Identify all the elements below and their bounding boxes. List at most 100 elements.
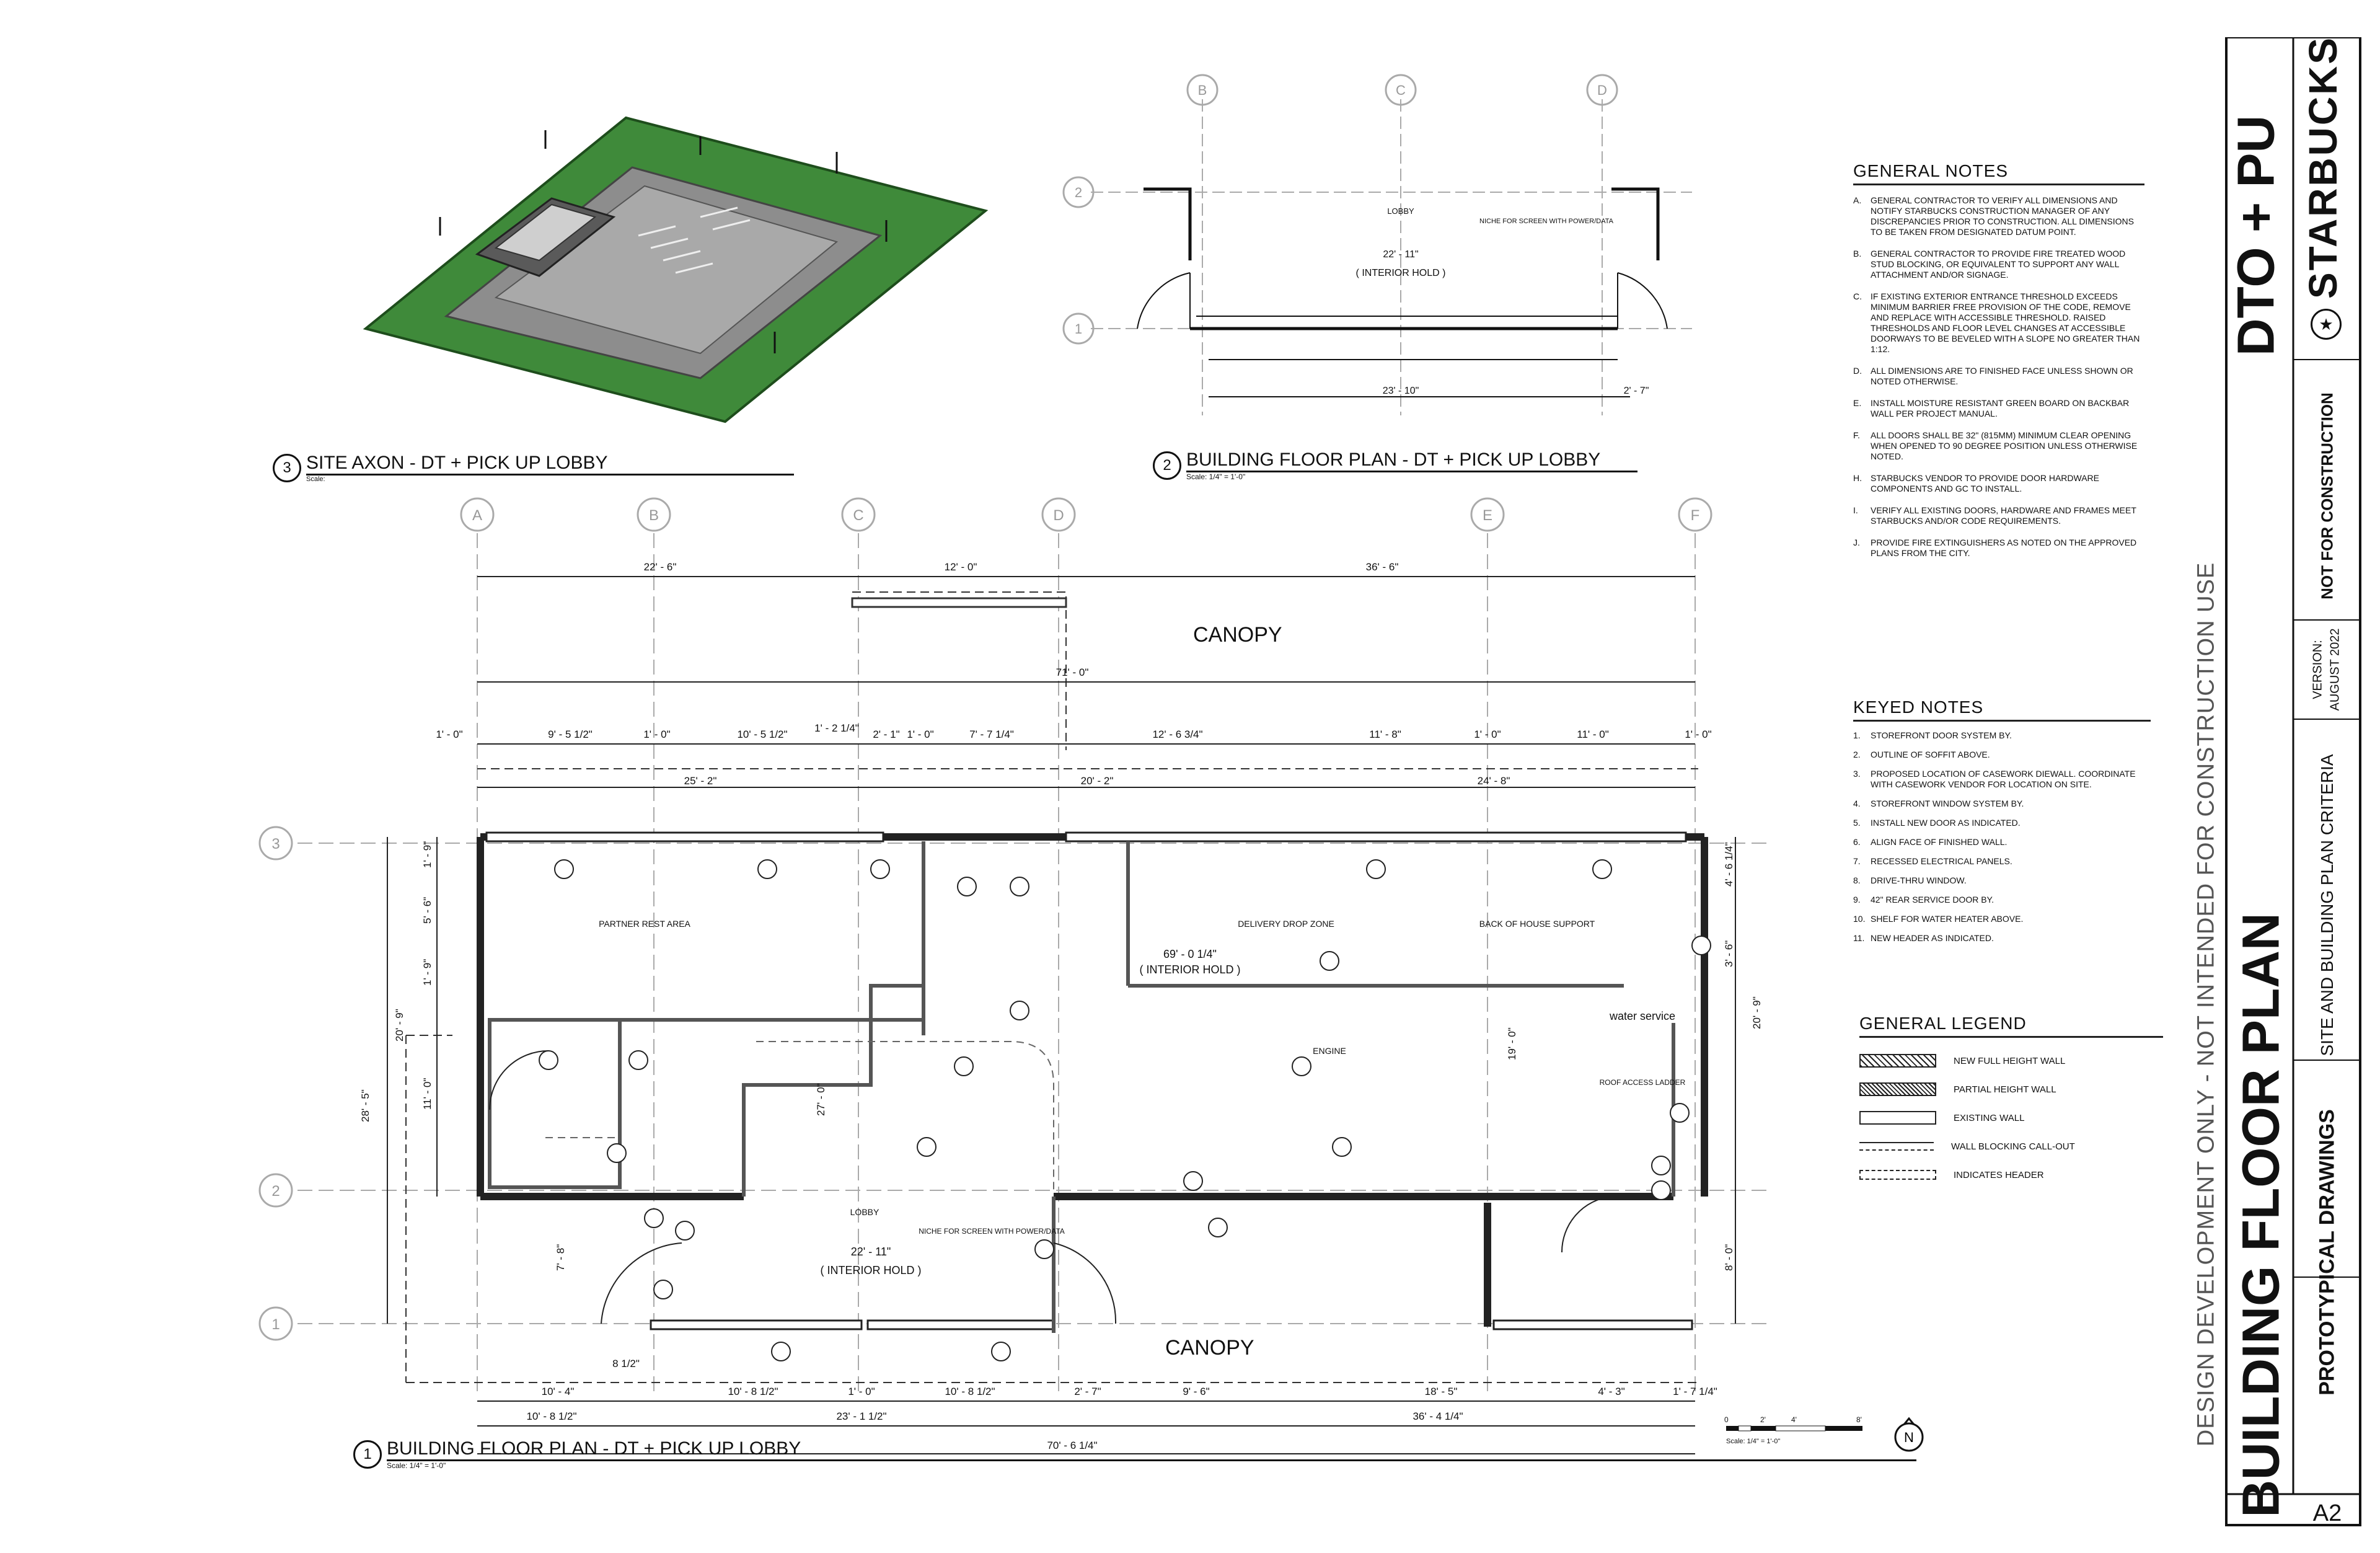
keyed-note-item: 8.DRIVE-THRU WINDOW. xyxy=(1853,875,1967,885)
sheet-title: BUILDING FLOOR PLAN xyxy=(2231,913,2290,1518)
svg-text:water service: water service xyxy=(1609,1010,1675,1022)
svg-text:36' - 4 1/4": 36' - 4 1/4" xyxy=(1413,1410,1463,1422)
svg-text:24' - 8": 24' - 8" xyxy=(1478,775,1510,787)
svg-text:C: C xyxy=(853,507,863,524)
svg-text:36' - 6": 36' - 6" xyxy=(1366,561,1399,573)
svg-text:23' - 1 1/2": 23' - 1 1/2" xyxy=(836,1410,886,1422)
svg-text:69' - 0 1/4": 69' - 0 1/4" xyxy=(1163,948,1217,960)
scale-bar: 0 2' 4' 8' Scale: 1/4" = 1'-0" N xyxy=(1724,1415,1924,1452)
view-title-text: BUILDING FLOOR PLAN - DT + PICK UP LOBBY xyxy=(387,1438,1917,1461)
svg-text:( INTERIOR HOLD ): ( INTERIOR HOLD ) xyxy=(820,1264,921,1276)
svg-text:25' - 2": 25' - 2" xyxy=(684,775,717,787)
svg-text:( INTERIOR HOLD ): ( INTERIOR HOLD ) xyxy=(1139,963,1240,976)
north-arrow-icon: N xyxy=(1894,1417,1924,1452)
view-title-text: SITE AXON - DT + PICK UP LOBBY xyxy=(306,453,794,476)
svg-text:1' - 2 1/4": 1' - 2 1/4" xyxy=(814,722,859,734)
general-notes-heading: GENERAL NOTES xyxy=(1853,161,2144,185)
svg-text:ENGINE: ENGINE xyxy=(1313,1046,1346,1056)
svg-text:1' - 9": 1' - 9" xyxy=(421,841,433,868)
svg-text:B: B xyxy=(1198,82,1207,98)
svg-text:ROOF ACCESS LADDER: ROOF ACCESS LADDER xyxy=(1600,1078,1686,1087)
general-note-item: H.STARBUCKS VENDOR TO PROVIDE DOOR HARDW… xyxy=(1853,473,2099,493)
svg-text:12' - 0": 12' - 0" xyxy=(945,561,977,573)
svg-text:11' - 0": 11' - 0" xyxy=(421,1078,433,1110)
keyed-note-item: 7.RECESSED ELECTRICAL PANELS. xyxy=(1853,856,2012,866)
version-label: VERSION: xyxy=(2311,640,2325,699)
svg-text:1' - 0": 1' - 0" xyxy=(643,728,670,740)
lobby-floor-plan: B C D 1 2 LOBBY 22' - 11" ( INTERIOR HOL… xyxy=(1062,74,1692,415)
new-wall-swatch-icon xyxy=(1859,1054,1936,1068)
svg-text:9' - 5 1/2": 9' - 5 1/2" xyxy=(548,728,593,740)
view-number-badge: 2 xyxy=(1153,451,1181,480)
keyed-note-item: 9.42" REAR SERVICE DOOR BY. xyxy=(1853,895,1994,905)
header-swatch-icon xyxy=(1859,1170,1936,1180)
svg-text:NICHE FOR SCREEN WITH POWER/DA: NICHE FOR SCREEN WITH POWER/DATA xyxy=(1479,218,1614,225)
svg-text:2' - 7": 2' - 7" xyxy=(1074,1386,1101,1397)
svg-text:DELIVERY DROP ZONE: DELIVERY DROP ZONE xyxy=(1238,919,1334,929)
svg-text:B: B xyxy=(649,507,659,524)
view-scale-text: Scale: 1/4" = 1'-0" xyxy=(1186,472,1246,481)
svg-text:2' - 1": 2' - 1" xyxy=(873,728,899,740)
keyed-note-item: 11.NEW HEADER AS INDICATED. xyxy=(1853,933,1994,943)
svg-text:Scale: 1/4" = 1'-0": Scale: 1/4" = 1'-0" xyxy=(1726,1438,1780,1445)
svg-text:22' - 6": 22' - 6" xyxy=(644,561,677,573)
svg-text:10' - 4": 10' - 4" xyxy=(542,1386,575,1397)
legend-heading: GENERAL LEGEND xyxy=(1859,1014,2163,1038)
svg-text:BACK OF HOUSE SUPPORT: BACK OF HOUSE SUPPORT xyxy=(1479,919,1595,929)
existing-wall-swatch-icon xyxy=(1859,1111,1936,1125)
svg-text:LOBBY: LOBBY xyxy=(1387,206,1414,216)
title-block-frame xyxy=(2225,36,2361,1526)
keyed-note-item: 4.STOREFRONT WINDOW SYSTEM BY. xyxy=(1853,799,2024,808)
general-note-item: C.IF EXISTING EXTERIOR ENTRANCE THRESHOL… xyxy=(1853,291,2140,354)
view-title-text: BUILDING FLOOR PLAN - DT + PICK UP LOBBY xyxy=(1186,449,1638,472)
keyed-note-item: 1.STOREFRONT DOOR SYSTEM BY. xyxy=(1853,730,2012,740)
svg-text:23' - 10": 23' - 10" xyxy=(1383,386,1419,396)
view-scale-text: Scale: xyxy=(306,476,325,483)
status-text: NOT FOR CONSTRUCTION xyxy=(2317,392,2337,600)
general-note-item: I.VERIFY ALL EXISTING DOORS, HARDWARE AN… xyxy=(1853,505,2136,526)
main-floor-plan: A B C D E F 3 2 1 xyxy=(258,497,1766,1454)
view-number-badge: 1 xyxy=(353,1440,382,1469)
svg-text:C: C xyxy=(1396,82,1406,98)
svg-text:7' - 7 1/4": 7' - 7 1/4" xyxy=(969,728,1014,740)
svg-text:22' - 11": 22' - 11" xyxy=(851,1245,891,1258)
view-title-site-axon: 3 SITE AXON - DT + PICK UP LOBBY Scale: xyxy=(273,453,794,483)
view-scale-text: Scale: 1/4" = 1'-0" xyxy=(387,1461,446,1470)
svg-text:3: 3 xyxy=(271,836,280,852)
legend-item: WALL BLOCKING CALL-OUT xyxy=(1859,1132,2163,1161)
svg-text:1' - 0": 1' - 0" xyxy=(1685,728,1711,740)
svg-text:( INTERIOR HOLD ): ( INTERIOR HOLD ) xyxy=(1356,268,1446,278)
keyed-note-item: 6.ALIGN FACE OF FINISHED WALL. xyxy=(1853,837,2008,847)
view-number-badge: 3 xyxy=(273,453,301,482)
svg-text:8': 8' xyxy=(1856,1415,1862,1424)
svg-text:70' - 6 1/4": 70' - 6 1/4" xyxy=(1047,1440,1097,1451)
general-note-item: D.ALL DIMENSIONS ARE TO FINISHED FACE UN… xyxy=(1853,366,2133,386)
version-date: AUGUST 2022 xyxy=(2328,628,2342,711)
svg-text:4' - 6 1/4": 4' - 6 1/4" xyxy=(1723,842,1735,887)
svg-text:27' - 0": 27' - 0" xyxy=(815,1083,827,1116)
svg-text:8' - 0": 8' - 0" xyxy=(1723,1244,1735,1271)
svg-text:7' - 8": 7' - 8" xyxy=(555,1244,566,1271)
keyed-callouts xyxy=(539,859,1711,1361)
svg-text:22' - 11": 22' - 11" xyxy=(1383,249,1418,260)
svg-text:1' - 0": 1' - 0" xyxy=(436,728,462,740)
svg-text:18' - 5": 18' - 5" xyxy=(1425,1386,1458,1397)
svg-text:2: 2 xyxy=(271,1183,280,1200)
svg-text:11' - 8": 11' - 8" xyxy=(1369,728,1401,740)
general-note-item: B.GENERAL CONTRACTOR TO PROVIDE FIRE TRE… xyxy=(1853,249,2126,280)
project-name: DTO + PU xyxy=(2226,115,2285,356)
svg-text:NICHE FOR SCREEN WITH POWER/DA: NICHE FOR SCREEN WITH POWER/DATA xyxy=(919,1227,1065,1236)
disclaimer-text: DESIGN DEVELOPMENT ONLY - NOT INTENDED F… xyxy=(2193,562,2219,1447)
svg-text:PARTNER REST AREA: PARTNER REST AREA xyxy=(599,919,690,929)
legend-item: PARTIAL HEIGHT WALL xyxy=(1859,1075,2163,1104)
set-name: PROTOTYPICAL DRAWINGS xyxy=(2315,1109,2339,1396)
keyed-note-item: 5.INSTALL NEW DOOR AS INDICATED. xyxy=(1853,818,2021,828)
svg-text:5' - 6": 5' - 6" xyxy=(421,897,433,924)
general-note-item: J.PROVIDE FIRE EXTINGUISHERS AS NOTED ON… xyxy=(1853,538,2137,558)
keyed-note-item: 2.OUTLINE OF SOFFIT ABOVE. xyxy=(1853,750,1990,759)
svg-text:A: A xyxy=(472,507,482,524)
brand-name: STARBUCKS xyxy=(2301,35,2345,299)
svg-text:20' - 2": 20' - 2" xyxy=(1081,775,1114,787)
svg-text:10' - 8 1/2": 10' - 8 1/2" xyxy=(728,1386,778,1397)
title-block xyxy=(2225,36,2361,1550)
